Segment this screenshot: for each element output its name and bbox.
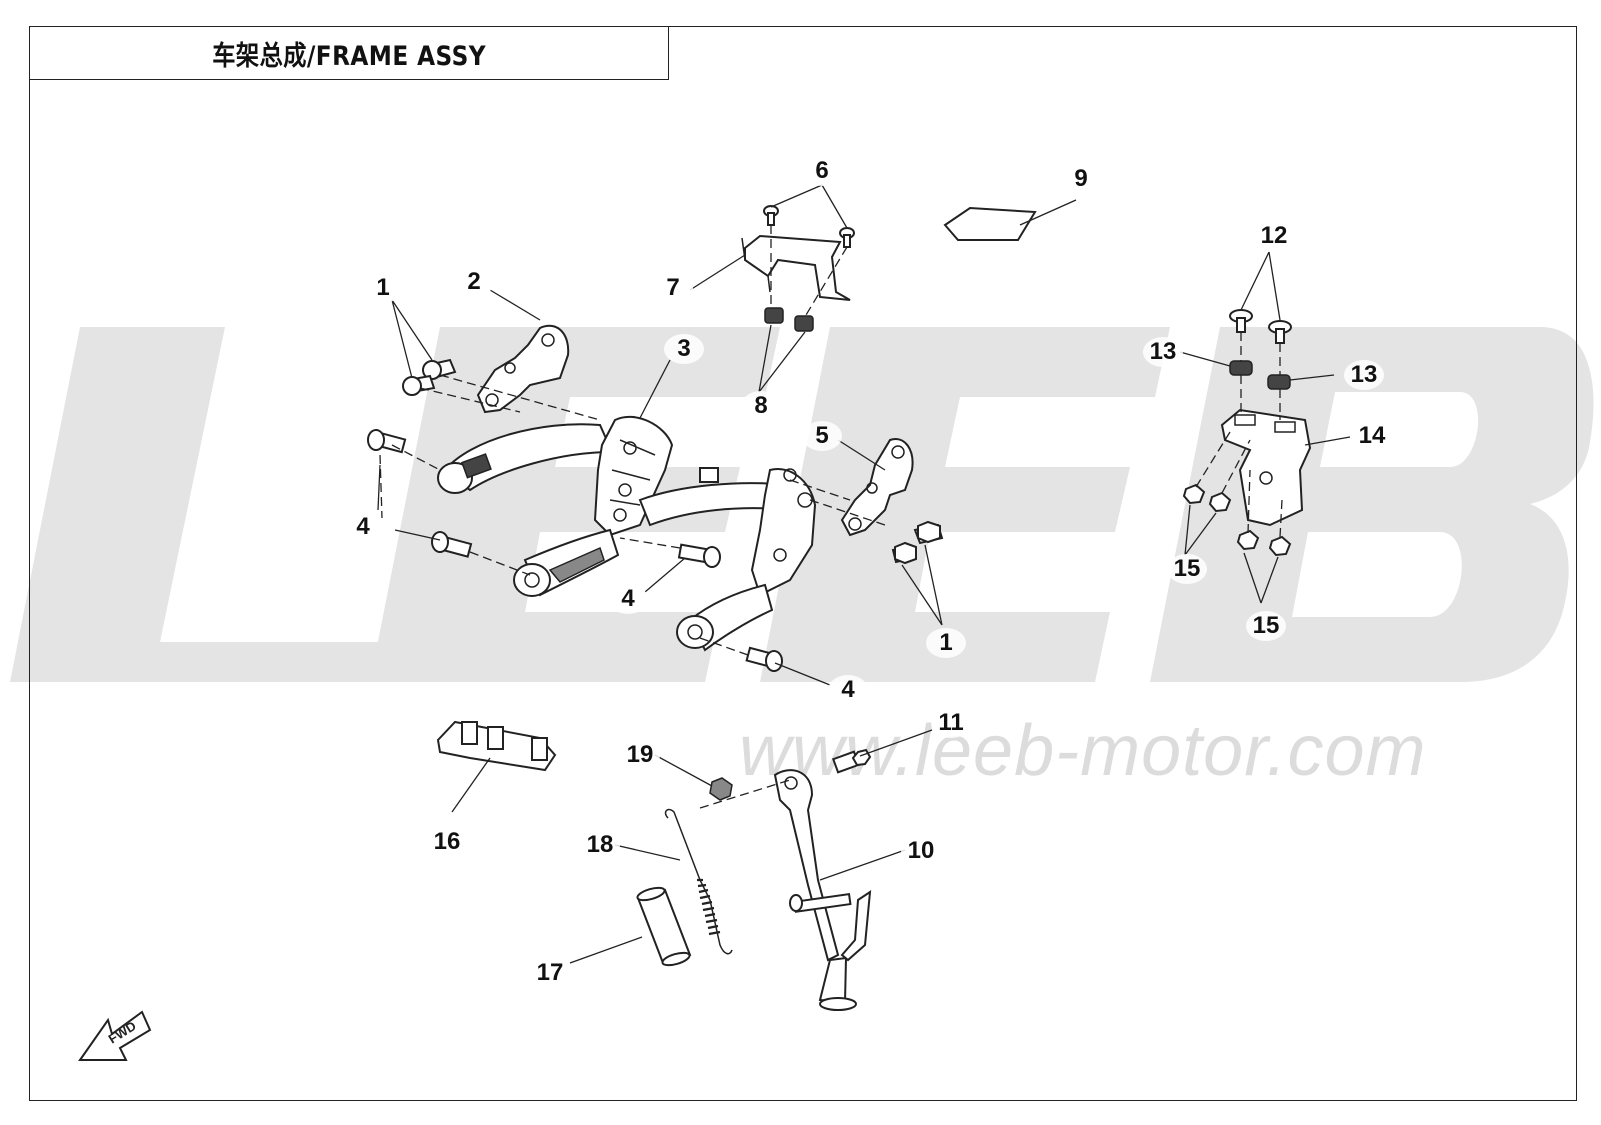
leader-lines xyxy=(377,184,1351,964)
assembly-lines xyxy=(379,225,1283,809)
part-17-sleeve xyxy=(636,886,692,967)
callout-4a: 4 xyxy=(343,512,383,542)
callout-9: 9 xyxy=(1061,164,1101,194)
part-11-pivot-bolt xyxy=(831,748,872,774)
callout-11: 11 xyxy=(931,708,971,738)
part-10-side-stand xyxy=(773,769,872,1011)
diagram-frame xyxy=(29,26,1577,1101)
callout-19: 19 xyxy=(620,740,660,770)
title-box: 车架总成/FRAME ASSY xyxy=(29,26,669,80)
callout-13b: 13 xyxy=(1344,360,1384,390)
callout-2: 2 xyxy=(454,267,494,297)
part-15-nuts xyxy=(1182,483,1292,557)
part-12-bolts xyxy=(1229,309,1292,344)
callout-12: 12 xyxy=(1254,221,1294,251)
callout-6: 6 xyxy=(802,156,842,186)
callout-13a: 13 xyxy=(1143,337,1183,367)
callout-17: 17 xyxy=(530,958,570,988)
callout-7: 7 xyxy=(653,273,693,303)
callout-15a: 15 xyxy=(1167,554,1207,584)
callout-18: 18 xyxy=(580,830,620,860)
part-9-pad xyxy=(943,206,1037,241)
part-16-lower-bracket xyxy=(436,720,557,772)
page-title: 车架总成/FRAME ASSY xyxy=(212,40,486,72)
callout-4c: 4 xyxy=(828,675,868,705)
part-6-screws xyxy=(763,205,855,248)
callout-8: 8 xyxy=(741,391,781,421)
part-3-main-frame xyxy=(437,415,817,652)
part-5-right-bracket xyxy=(840,438,914,537)
part-7-top-bracket xyxy=(741,234,851,301)
callout-1b: 1 xyxy=(926,628,966,658)
callout-5: 5 xyxy=(802,421,842,451)
part-1-bolts xyxy=(402,358,944,565)
callout-14: 14 xyxy=(1352,421,1392,451)
part-19-nut xyxy=(709,777,733,801)
part-8-nuts xyxy=(764,307,814,332)
part-4-pins xyxy=(367,429,783,672)
callout-16: 16 xyxy=(427,827,467,857)
callout-1a: 1 xyxy=(363,273,403,303)
callout-4b: 4 xyxy=(608,584,648,614)
callout-3: 3 xyxy=(664,334,704,364)
callout-10: 10 xyxy=(901,836,941,866)
callout-15b: 15 xyxy=(1246,611,1286,641)
part-2-left-bracket xyxy=(476,325,570,414)
part-13-grommets xyxy=(1229,360,1291,390)
fwd-arrow-icon: FWD xyxy=(78,1010,152,1061)
part-18-spring xyxy=(664,808,733,955)
